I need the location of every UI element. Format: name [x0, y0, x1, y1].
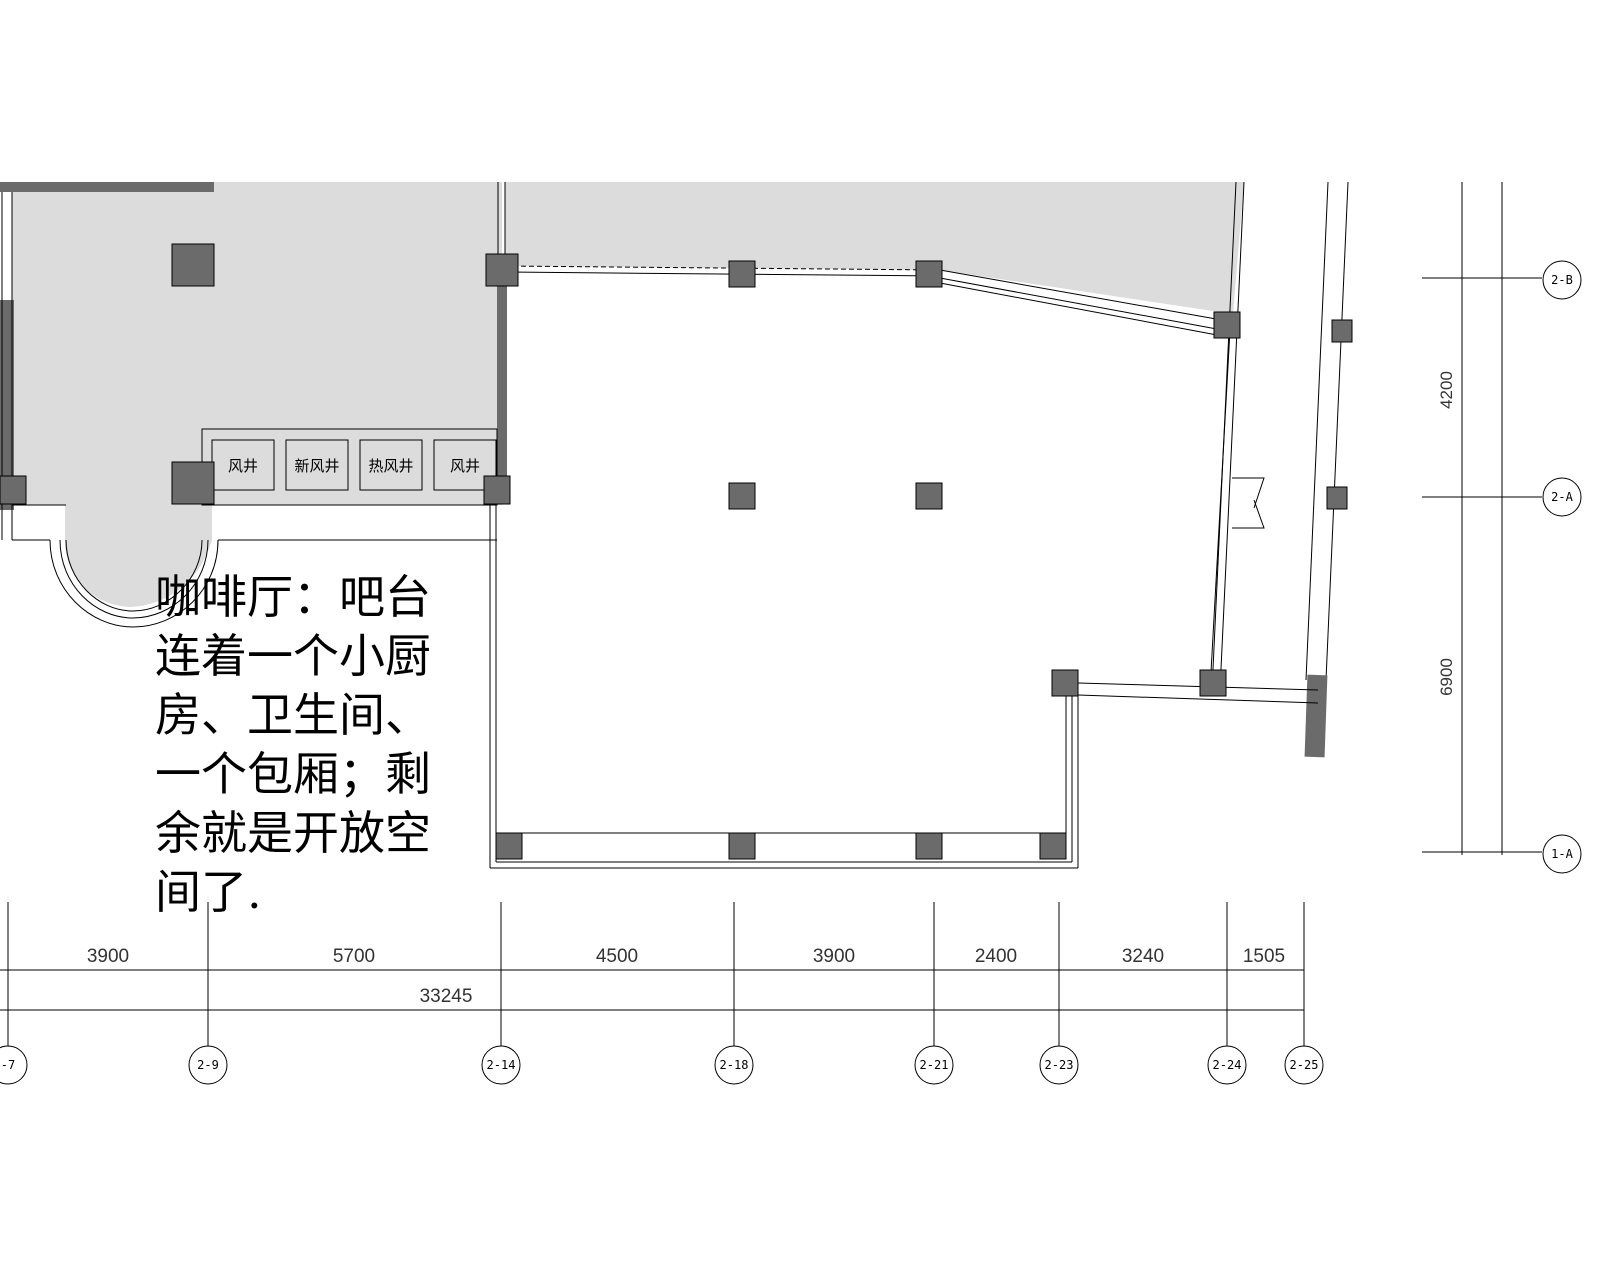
- annotation-note: 咖啡厅：吧台连着一个小厨房、卫生间、一个包厢；剩余就是开放空间了.: [155, 570, 431, 919]
- dim-bottom-2: 5700: [333, 946, 375, 967]
- left-wall-strip: [0, 300, 14, 510]
- bottom-dimensions: [0, 902, 1305, 1046]
- shaft-label-4: 风井: [450, 457, 480, 475]
- shaft-label-1: 风井: [228, 457, 258, 475]
- dim-right-1: 4200: [1437, 371, 1456, 409]
- axis-bubble-5: 2-21: [920, 1058, 949, 1072]
- door-swing: [1232, 477, 1265, 529]
- dim-bottom-3: 4500: [596, 946, 638, 967]
- right-dimensions: [1422, 182, 1542, 855]
- upper-shaded-area: [505, 182, 1244, 314]
- axis-bubble-right-1: 2-B: [1551, 273, 1573, 287]
- dim-bottom-5: 2400: [975, 946, 1017, 967]
- shaft-label-2: 新风井: [294, 457, 339, 475]
- bottom-axis-bubbles: [0, 1045, 1324, 1085]
- right-wall-left-region: [497, 268, 507, 504]
- dim-bottom-7: 1505: [1243, 946, 1285, 967]
- axis-bubble-6: 2-23: [1045, 1058, 1074, 1072]
- dim-bottom-6: 3240: [1122, 946, 1164, 967]
- shaft-label-3: 热风井: [368, 457, 413, 475]
- dim-bottom-4: 3900: [813, 946, 855, 967]
- axis-bubble-4: 2-18: [720, 1058, 749, 1072]
- columns: [0, 243, 1353, 860]
- axis-bubble-1: -7: [1, 1058, 15, 1072]
- right-axis-bubbles: [1542, 260, 1582, 874]
- axis-bubble-8: 2-25: [1290, 1058, 1319, 1072]
- shaft-box-3: [359, 439, 423, 491]
- top-wall-left: [0, 182, 214, 192]
- axis-bubble-right-2: 2-A: [1551, 490, 1573, 504]
- dim-bottom-1: 3900: [87, 946, 129, 967]
- outer-wall-segment: [1304, 674, 1328, 758]
- shaft-box-2: [285, 439, 349, 491]
- left-shaded-area: [12, 182, 502, 607]
- dim-bottom-total: 33245: [420, 986, 473, 1007]
- axis-bubble-3: 2-14: [487, 1058, 516, 1072]
- axis-bubble-2: 2-9: [197, 1058, 219, 1072]
- axis-bubble-7: 2-24: [1213, 1058, 1242, 1072]
- axis-bubble-right-3: 1-A: [1551, 847, 1573, 861]
- dim-right-2: 6900: [1437, 658, 1456, 696]
- curved-bay-wall: [49, 539, 219, 628]
